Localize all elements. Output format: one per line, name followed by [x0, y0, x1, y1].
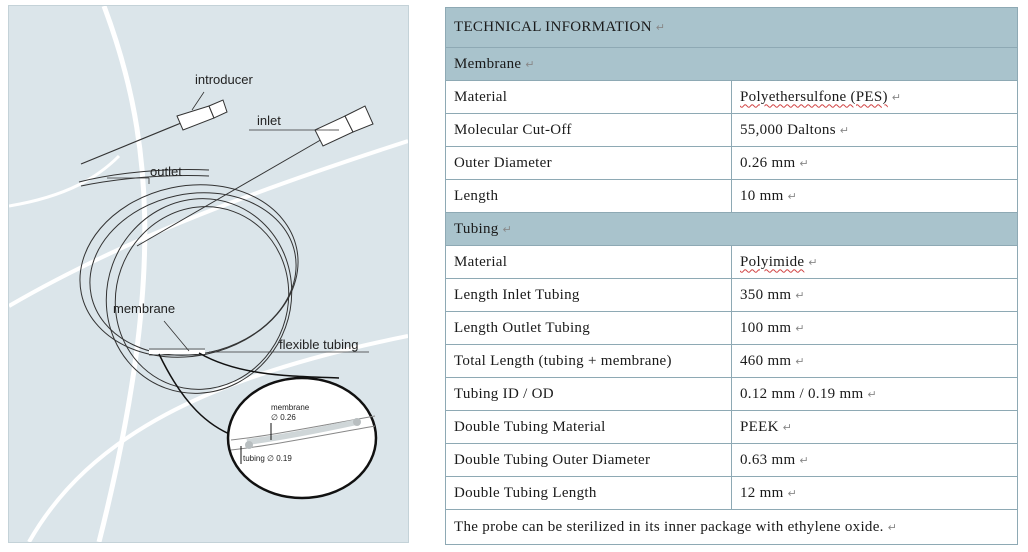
detail-magnifier: membrane ∅ 0.26 tubing ∅ 0.19 — [226, 376, 378, 500]
table-row: Total Length (tubing + membrane) 460 mm↵ — [445, 344, 1018, 378]
label-outlet: outlet — [150, 164, 182, 179]
row-label: Double Tubing Material — [445, 410, 732, 444]
row-value-cell: Polyethersulfone (PES)↵ — [731, 80, 1018, 114]
table-row: Double Tubing Material PEEK↵ — [445, 410, 1018, 444]
row-label: Outer Diameter — [445, 146, 732, 180]
paragraph-mark-icon: ↵ — [787, 487, 798, 500]
detail-tubing-label: tubing ∅ 0.19 — [243, 454, 292, 463]
row-label: Total Length (tubing + membrane) — [445, 344, 732, 378]
label-inlet: inlet — [257, 113, 281, 128]
paragraph-mark-icon: ↵ — [795, 322, 805, 335]
technical-information-table: TECHNICAL INFORMATION↵ Membrane↵ Materia… — [445, 7, 1018, 545]
row-value: 100 mm — [740, 319, 792, 336]
table-row: Length Outlet Tubing 100 mm↵ — [445, 311, 1018, 345]
table-row: Double Tubing Length 12 mm↵ — [445, 476, 1018, 510]
row-label: Length Outlet Tubing — [445, 311, 732, 345]
sterilization-note: The probe can be sterilized in its inner… — [454, 518, 884, 535]
row-value-cell: 0.12 mm / 0.19 mm↵ — [731, 377, 1018, 411]
row-value-cell: 100 mm↵ — [731, 311, 1018, 345]
paragraph-mark-icon: ↵ — [502, 223, 513, 236]
row-label: Material — [445, 80, 732, 114]
label-membrane: membrane — [113, 301, 175, 316]
tubing-loops — [79, 184, 299, 394]
table-row: Molecular Cut-Off 55,000 Daltons↵ — [445, 113, 1018, 147]
row-value: 0.26 mm — [740, 154, 796, 171]
table-row: Outer Diameter 0.26 mm↵ — [445, 146, 1018, 180]
row-label: Double Tubing Outer Diameter — [445, 443, 732, 477]
section-heading-cell: Membrane↵ — [445, 47, 1018, 81]
label-introducer: introducer — [195, 72, 253, 87]
introducer-needle — [80, 99, 228, 165]
table-row: Material Polyethersulfone (PES)↵ — [445, 80, 1018, 114]
section-title-membrane: Membrane — [454, 55, 522, 72]
row-value: 55,000 Daltons — [740, 121, 836, 138]
detail-membrane-diameter: ∅ 0.26 — [271, 413, 296, 422]
row-value: Polyimide — [740, 253, 805, 270]
row-value: 0.12 mm / 0.19 mm — [740, 385, 864, 402]
row-value-cell: 0.26 mm↵ — [731, 146, 1018, 180]
probe-diagram: membrane ∅ 0.26 tubing ∅ 0.19 introducer… — [9, 6, 408, 542]
row-label: Double Tubing Length — [445, 476, 732, 510]
table-row: Tubing ID / OD 0.12 mm / 0.19 mm↵ — [445, 377, 1018, 411]
inlet-hub — [136, 105, 374, 247]
row-value: Polyethersulfone (PES) — [740, 88, 888, 105]
row-value: 460 mm — [740, 352, 792, 369]
table-note-row: The probe can be sterilized in its inner… — [445, 509, 1018, 545]
probe-illustration: membrane ∅ 0.26 tubing ∅ 0.19 introducer… — [8, 5, 409, 543]
paragraph-mark-icon: ↵ — [839, 124, 850, 137]
paragraph-mark-icon: ↵ — [891, 91, 902, 104]
paragraph-mark-icon: ↵ — [799, 454, 809, 467]
row-value-cell: 0.63 mm↵ — [731, 443, 1018, 477]
paragraph-mark-icon: ↵ — [655, 22, 666, 34]
section-title-tubing: Tubing — [454, 220, 499, 237]
paragraph-mark-icon: ↵ — [795, 355, 805, 368]
row-value: PEEK — [740, 418, 779, 435]
row-value-cell: 350 mm↵ — [731, 278, 1018, 312]
table-row: Length Inlet Tubing 350 mm↵ — [445, 278, 1018, 312]
table-title-row: TECHNICAL INFORMATION↵ — [445, 7, 1018, 48]
row-label: Length — [445, 179, 732, 213]
paragraph-mark-icon: ↵ — [795, 289, 805, 302]
table-title-cell: TECHNICAL INFORMATION↵ — [445, 7, 1018, 48]
table-row: Length 10 mm↵ — [445, 179, 1018, 213]
row-value: 350 mm — [740, 286, 792, 303]
row-value: 0.63 mm — [740, 451, 796, 468]
table-row: Double Tubing Outer Diameter 0.63 mm↵ — [445, 443, 1018, 477]
table-row: Material Polyimide↵ — [445, 245, 1018, 279]
label-flexible-tubing: flexible tubing — [279, 337, 359, 352]
row-value-cell: 12 mm↵ — [731, 476, 1018, 510]
row-value-cell: PEEK↵ — [731, 410, 1018, 444]
row-value-cell: 55,000 Daltons↵ — [731, 113, 1018, 147]
row-label: Material — [445, 245, 732, 279]
row-label: Length Inlet Tubing — [445, 278, 732, 312]
paragraph-mark-icon: ↵ — [808, 256, 818, 269]
row-value: 10 mm — [740, 187, 784, 204]
paragraph-mark-icon: ↵ — [782, 421, 793, 434]
row-value-cell: 460 mm↵ — [731, 344, 1018, 378]
section-heading-membrane: Membrane↵ — [445, 47, 1018, 81]
row-label: Molecular Cut-Off — [445, 113, 732, 147]
section-heading-cell: Tubing↵ — [445, 212, 1018, 246]
table-title: TECHNICAL INFORMATION — [454, 19, 652, 35]
table-note-cell: The probe can be sterilized in its inner… — [445, 509, 1018, 545]
paragraph-mark-icon: ↵ — [799, 157, 809, 170]
row-value-cell: 10 mm↵ — [731, 179, 1018, 213]
section-heading-tubing: Tubing↵ — [445, 212, 1018, 246]
paragraph-mark-icon: ↵ — [867, 388, 877, 401]
row-value-cell: Polyimide↵ — [731, 245, 1018, 279]
detail-membrane-label: membrane — [271, 403, 310, 412]
paragraph-mark-icon: ↵ — [887, 521, 898, 534]
row-value: 12 mm — [740, 484, 784, 501]
paragraph-mark-icon: ↵ — [525, 58, 535, 71]
row-label: Tubing ID / OD — [445, 377, 732, 411]
paragraph-mark-icon: ↵ — [787, 190, 798, 203]
